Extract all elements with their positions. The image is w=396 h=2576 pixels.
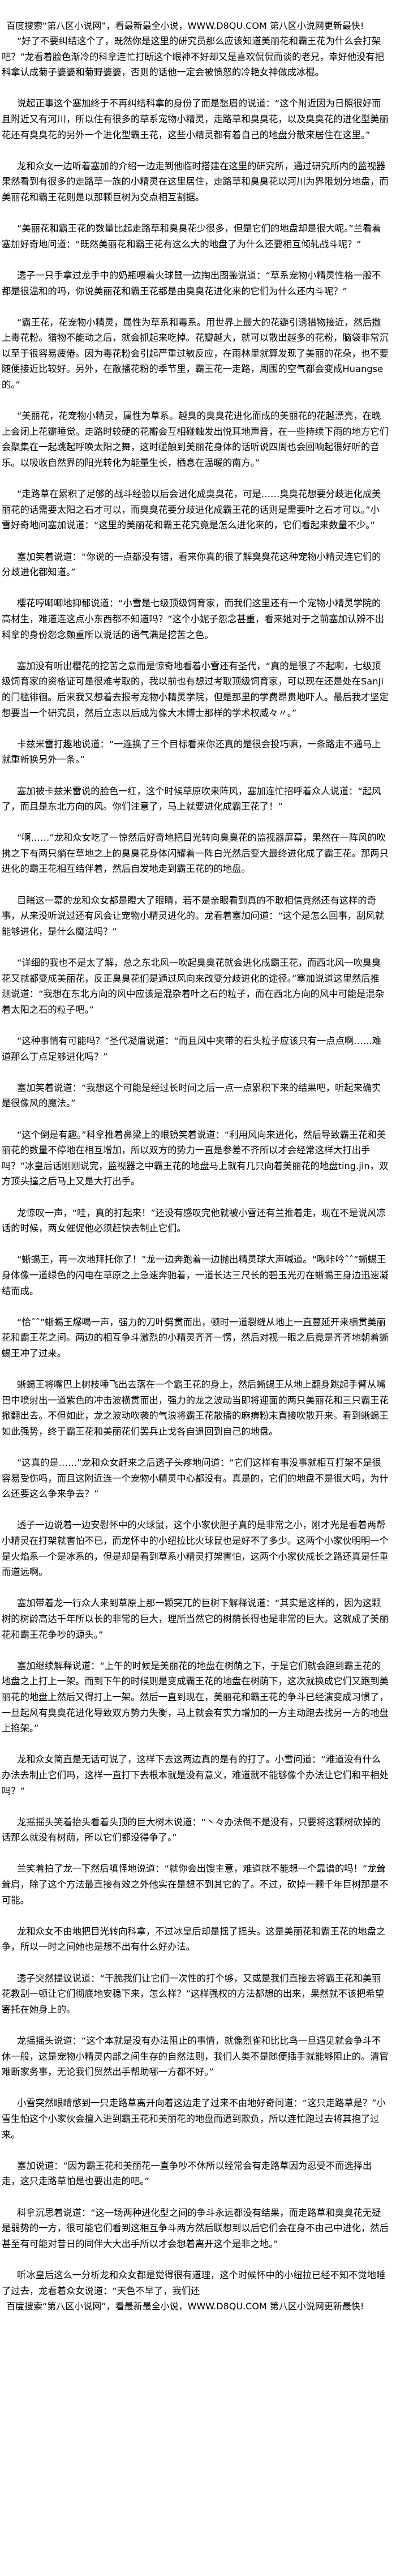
paragraph: 塞加带着龙一行众人来到草原上那一颗突兀的巨树下解释说道：“其实是这样的，因为这颗… [2, 1598, 389, 1640]
paragraph: 塞加没有听出樱花的挖苦之意而是惊奇地看着小雪还有圣代，“真的是很了不起啊，七级顶… [2, 660, 389, 718]
novel-page: 百度搜索“第八区小说网”，看最新最全小说，WWW.D8QU.COM 第八区小说网… [2, 20, 389, 2312]
paragraph: 塞加笑着说道：“我想这个可能是经过长时间之后一点一点累积下来的结果吧，听起来确实… [2, 1082, 381, 1109]
paragraph: “详细的我也不是太了解，总之东北风一吹起臭臭花就会进化成霸王花，而西北风一吹臭臭… [2, 957, 384, 1015]
paragraph: 龙惊叹一声，“哇，真的打起来！”还没有感叹完他就被小雪还有兰推着走，现在不是说风… [2, 1207, 386, 1234]
paragraph: 兰笑着拍了龙一下然后嗔怪地说道：“就你会出馊主意，难道就不能想一个靠谱的吗！”龙… [2, 1863, 389, 1906]
chapter-content: “好了不要纠结这个了，既然你是这里的研究员那么应该知道美丽花和霸王花为什么会打架… [2, 33, 389, 2299]
paragraph: 塞加说道：“因为霸王花和美丽花一直争吵不休所以经常会有走路草因为忍受不而选择出走… [2, 2160, 372, 2187]
paragraph: 龙摇摇头笑着抬头看着头顶的巨大树木说道：“丶々办法倒不是没有，只要将这颗树砍掉的… [2, 1816, 381, 1843]
paragraph: 龙和众女不由地把目光转向科拿，不过冰皇后却是摇了摇头。这是美丽花和霸王花的地盘之… [2, 1925, 386, 1953]
paragraph: “这个倒是有趣。”科拿推着鼻梁上的眼镜笑着说道：“利用风向来进化，然后导致霸王花… [2, 1129, 389, 1187]
paragraph: “蜥蜴王，再一次地拜托你了！”龙一边奔跑着一边抛出精灵球大声喊道。“啾咔吟ˆˆ”… [2, 1254, 389, 1296]
paragraph: 塞加笑着说道：“你说的一点都没有错，看来你真的很了解臭臭花这种宠物小精灵连它们的… [2, 551, 381, 578]
paragraph: 龙和众女一边听着塞加的介绍一边走到他临时搭建在这里的研究所，通过研究所内的监视器… [2, 160, 389, 203]
paragraph: “这真的是……”龙和众女赶来之后透子头疼地问道：“它们这样有事没事就相互打架不是… [2, 1457, 389, 1500]
paragraph: 蜥蜴王将嘴巴上树枝唾飞出去落在一个霸王花的身上，然后蜥蜴王从地上翻身跳起手臂从嘴… [2, 1379, 389, 1437]
paragraph: 透子突然提议说道：“干脆我们让它们一次性的打个够，又或是我们直接去将霸王花和美丽… [2, 1972, 384, 2015]
paragraph: “恰ˆˆ”蜥蜴王爆喝一声，强力的刀叶劈贯而出，顿时一道裂缝从地上一直蔓延开来横贯… [2, 1316, 389, 1359]
paragraph: 说起正事这个塞加终于不再纠结科拿的身份了而是愁眉的说道：“这个附近因为日照很好而… [2, 98, 389, 140]
paragraph: “啊……”龙和众女吃了一惊然后好奇地把目光转向臭臭花的监视器屏幕，果然在一阵风的… [2, 832, 389, 875]
site-banner-top: 百度搜索“第八区小说网”，看最新最全小说，WWW.D8QU.COM 第八区小说网… [6, 20, 364, 31]
paragraph: 樱花哼唧唧地抑郁说道：“小雪是七级顶级饲育家，而我们这里还有一个宠物小精灵学院的… [2, 598, 384, 640]
paragraph: 科拿沉思着说道：“这一场两种进化型之间的争斗永远都没有结果，而走路草和臭臭花无疑… [2, 2207, 389, 2249]
paragraph: 小雪突然眼睛憋到一只走路草离开向着这边走了过来不由地好奇问道：“这只走路草是？”… [2, 2098, 386, 2140]
site-banner-bottom: 百度搜索“第八区小说网”，看最新最全小说，WWW.D8QU.COM 第八区小说网… [6, 2301, 364, 2312]
paragraph: 透子一边说着一边安慰怀中的火球鼠，这个小家伙胆子真的是非常之小，刚才光是看着两帮… [2, 1520, 389, 1578]
paragraph: 目睹这一幕的龙和众女都是瞪大了眼睛，若不是亲眼看到真的不敢相信竟然还有这样的奇事… [2, 895, 384, 937]
paragraph: “霸王花，花宠物小精灵，属性为草系和毒系。用世界上最大的花瓣引诱猎物接近，然后撒… [2, 316, 389, 391]
paragraph: 透子一只手拿过龙手中的奶瓶喂着火球鼠一边掏出图鉴说道：“草系宠物小精灵性格一般不… [2, 269, 381, 297]
paragraph: 龙和众女简直是无话可说了，这样下去这两边真的是有的打了。小雪问道：“难道没有什么… [2, 1754, 389, 1796]
paragraph: “美丽花和霸王花的数量比起走路草和臭臭花少很多，但是它们的地盘却是很大呢。”兰看… [2, 223, 381, 250]
paragraph: “走路草在累积了足够的战斗经验以后会进化成臭臭花，可是……臭臭花想要分歧进化成美… [2, 489, 381, 531]
paragraph: 卡兹米雷打趣地说道：“一连换了三个目标看来你还真的是很会投巧嘛，一条路走不通马上… [2, 738, 381, 765]
paragraph: 龙摇摇头说道：“这个本就是没有办法阻止的事情，就像烈雀和比比鸟一旦遇见就会争斗不… [2, 2035, 389, 2078]
paragraph: “美丽花，花宠物小精灵，属性为草系。越臭的臭臭花进化而成的美丽花的花越漂亮，在晚… [2, 410, 389, 469]
paragraph: “这种事情有可能吗？”圣代凝眉说道：“而且风中夹带的石头粒子应该只有一点点啊……… [2, 1035, 381, 1062]
paragraph: 听冰皇后这么一分析龙和众女都是觉得很有道理，这个时候怀中的小纽拉已经不知不觉地睡… [2, 2269, 386, 2296]
paragraph: “好了不要纠结这个了，既然你是这里的研究员那么应该知道美丽花和霸王花为什么会打架… [2, 36, 384, 78]
paragraph: 塞加被卡兹米雷说的脸色一红，这个时候草原吹来阵风，塞加连忙招呼着众人说道：“起风… [2, 785, 381, 812]
paragraph: 塞加继续解释说道：“上午的时候是美丽花的地盘在树荫之下，于是它们就会跑到霸王花的… [2, 1660, 389, 1734]
